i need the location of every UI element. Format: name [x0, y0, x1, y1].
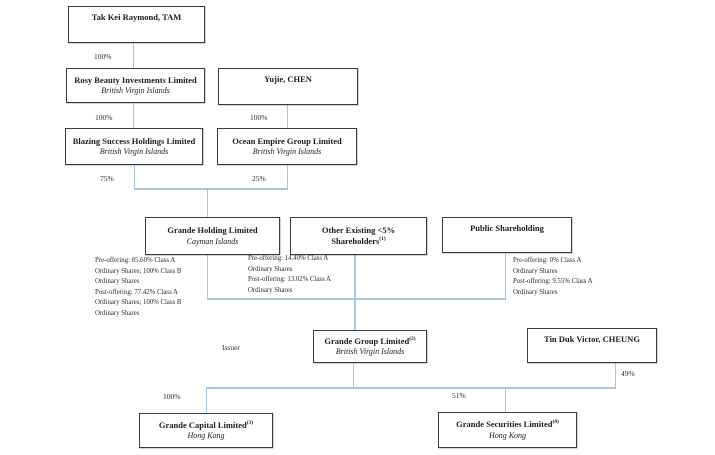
entity-jurisdiction: British Virgin Islands	[335, 347, 405, 357]
issuer-label: Issuer	[222, 343, 240, 352]
entity-jurisdiction: British Virgin Islands	[99, 147, 169, 157]
entity-name-line1: Other Existing <5%	[321, 224, 396, 235]
entity-jurisdiction: Hong Kong	[488, 430, 527, 440]
box-other-existing-shareholders: Other Existing <5% Shareholders(1)	[290, 217, 427, 255]
entity-jurisdiction: Cayman Islands	[186, 236, 239, 246]
ownership-label-group-securities: 51%	[452, 391, 466, 400]
connector-yujie-ocean	[286, 105, 288, 128]
ownership-label-group-capital: 100%	[163, 392, 181, 401]
connector-tam-rosy	[132, 43, 134, 68]
connector-subsidiaries-bar	[205, 387, 616, 389]
entity-jurisdiction: Hong Kong	[187, 431, 225, 441]
box-grande-capital: Grande Capital Limited(3) Hong Kong	[139, 413, 273, 448]
ownership-label-blazing-holding: 75%	[100, 174, 114, 183]
box-public-shareholding: Public Shareholding	[442, 217, 572, 253]
entity-name-text: Grande Securities Limited	[456, 419, 553, 430]
entity-name: Yujie, CHEN	[264, 74, 312, 84]
box-grande-securities: Grande Securities Limited(4) Hong Kong	[438, 412, 577, 448]
entity-name: Grande Securities Limited(4)	[456, 419, 559, 430]
entity-name: Blazing Success Holdings Limited	[72, 135, 196, 146]
connector-other-group	[354, 255, 356, 331]
note-other-existing-shares: Pre-offering: 14.40% Class A Ordinary Sh…	[248, 255, 331, 294]
entity-name: Grande Capital Limited(3)	[159, 420, 253, 431]
box-grande-group-issuer: Grande Group Limited(2) British Virgin I…	[313, 330, 427, 363]
connector-holding-down	[206, 255, 208, 299]
connector-blazing-merge	[133, 165, 135, 189]
connector-group-down	[352, 363, 354, 388]
connector-merge-holding	[206, 188, 208, 218]
connector-public-down	[504, 253, 506, 299]
entity-name: Tin Duk Victor, CHEUNG	[544, 334, 640, 344]
box-ocean-empire-group: Ocean Empire Group Limited British Virgi…	[217, 128, 357, 165]
ownership-label-rosy-blazing: 100%	[95, 113, 113, 122]
entity-name-text: Grande Group Limited	[324, 335, 410, 346]
box-blazing-success-holdings: Blazing Success Holdings Limited British…	[65, 128, 203, 165]
note-public-shareholding-shares: Pre-offering: 0% Class A Ordinary Shares…	[513, 257, 593, 296]
footnote-ref: (4)	[552, 419, 559, 426]
entity-name-line2: Shareholders(1)	[331, 236, 385, 247]
ownership-label-ocean-holding: 25%	[252, 174, 266, 183]
box-yujie-chen: Yujie, CHEN	[218, 68, 358, 105]
entity-name: Grande Group Limited(2)	[324, 336, 415, 347]
entity-jurisdiction: British Virgin Islands	[101, 86, 170, 96]
connector-to-capital	[205, 387, 207, 413]
entity-jurisdiction: British Virgin Islands	[252, 147, 322, 157]
entity-name-text: Grande Capital Limited	[158, 419, 247, 430]
box-tak-kei-raymond-tam: Tak Kei Raymond, TAM	[68, 6, 205, 43]
ownership-label-tinduk-securities: 49%	[621, 369, 635, 378]
entity-name: Tak Kei Raymond, TAM	[91, 12, 182, 22]
entity-name: Rosy Beauty Investments Limited	[74, 74, 197, 85]
note-grande-holding-shares: Pre-offering: 85.60% Class A Ordinary Sh…	[95, 257, 182, 317]
connector-to-securities	[504, 387, 506, 412]
connector-shareholders-bar	[206, 298, 506, 300]
connector-merge-bar	[133, 188, 288, 190]
box-grande-holding: Grande Holding Limited Cayman Islands	[145, 217, 280, 255]
entity-name-text: Shareholders	[331, 236, 380, 246]
connector-ocean-merge	[286, 165, 288, 189]
connector-rosy-blazing	[132, 103, 134, 128]
box-tin-duk-victor-cheung: Tin Duk Victor, CHEUNG	[527, 328, 657, 363]
connector-tinduk-down	[614, 363, 616, 387]
entity-name: Grande Holding Limited	[167, 225, 258, 236]
ownership-label-tam-rosy: 100%	[94, 52, 112, 61]
entity-name: Ocean Empire Group Limited	[232, 135, 342, 146]
box-rosy-beauty-investments: Rosy Beauty Investments Limited British …	[66, 68, 205, 103]
footnote-ref: (2)	[409, 335, 416, 342]
footnote-ref: (3)	[246, 419, 254, 426]
entity-name: Public Shareholding	[470, 223, 544, 233]
ownership-label-yujie-ocean: 100%	[250, 113, 268, 122]
footnote-ref: (1)	[379, 236, 386, 243]
